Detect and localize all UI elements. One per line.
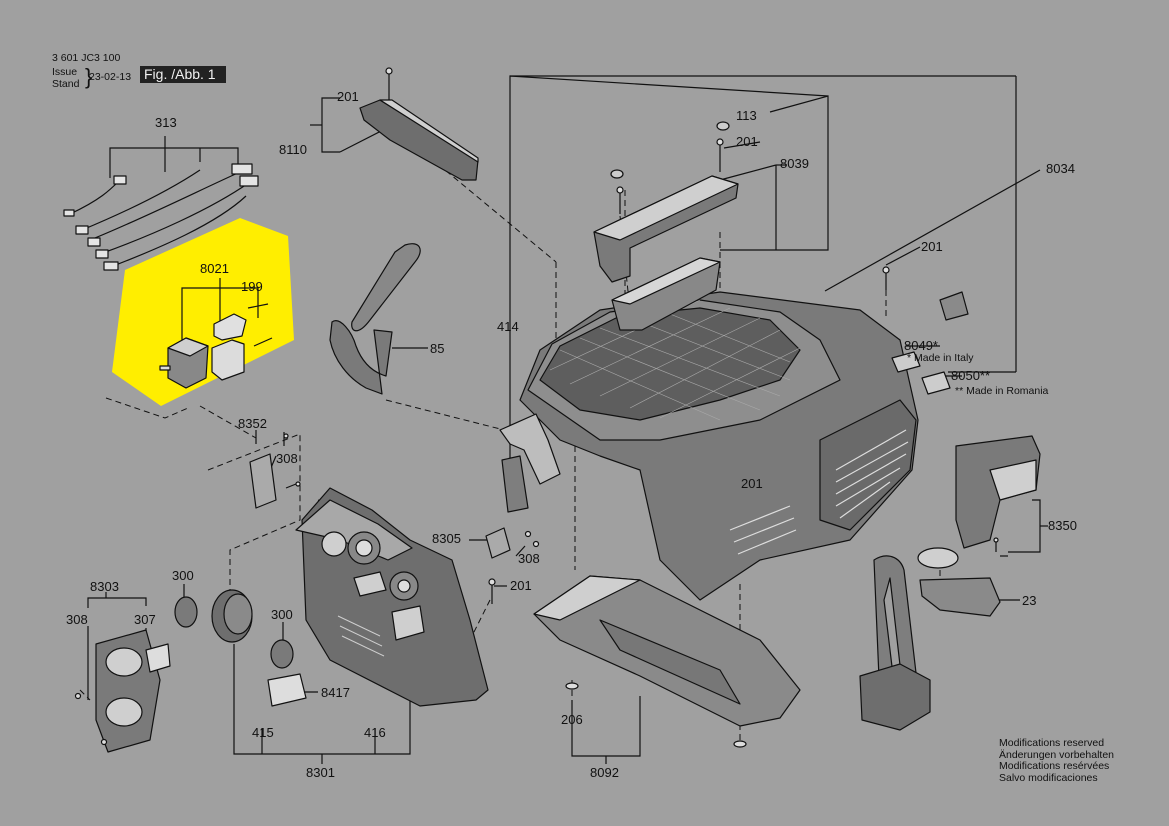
label-415: 415 xyxy=(252,725,274,740)
modifications-fr: Modifications resérvées xyxy=(999,760,1110,773)
label-8417: 8417 xyxy=(321,685,350,700)
part-85-loop xyxy=(329,243,421,395)
highlight-region xyxy=(112,218,294,406)
label-300-a: 300 xyxy=(172,568,194,583)
label-307: 307 xyxy=(134,612,156,627)
label-308-a: 308 xyxy=(276,451,298,466)
label-8049: 8049* xyxy=(904,338,938,353)
label-206: 206 xyxy=(561,712,583,727)
label-201-c: 201 xyxy=(921,239,943,254)
label-8305: 8305 xyxy=(432,531,461,546)
label-8034: 8034 xyxy=(1046,161,1075,176)
label-8110: 8110 xyxy=(279,142,307,157)
label-8301: 8301 xyxy=(306,765,335,780)
label-414: 414 xyxy=(497,319,519,334)
label-201-e: 201 xyxy=(510,578,532,593)
part-8039-handle xyxy=(593,175,739,331)
label-199: 199 xyxy=(241,279,263,294)
part-number: 3 601 JC3 100 xyxy=(52,52,121,64)
part-8092-plate xyxy=(533,575,801,727)
part-23-clip xyxy=(917,547,1001,617)
label-313: 313 xyxy=(155,115,177,130)
label-300-b: 300 xyxy=(271,607,293,622)
note-made-in-romania: ** Made in Romania xyxy=(955,385,1049,397)
label-308-c: 308 xyxy=(66,612,88,627)
part-8034-housing xyxy=(499,291,919,601)
label-8039: 8039 xyxy=(780,156,809,171)
part-8350-inlet xyxy=(955,435,1041,557)
modifications-de: Änderungen vorbehalten xyxy=(999,748,1115,761)
label-113: 113 xyxy=(736,108,757,123)
label-85: 85 xyxy=(430,341,444,356)
part-8417-label xyxy=(267,673,307,707)
issue-label: Issue Stand xyxy=(52,66,80,90)
label-8092: 8092 xyxy=(590,765,619,780)
modifications-es: Salvo modificaciones xyxy=(999,771,1098,784)
label-201-d: 201 xyxy=(741,476,763,491)
part-8303-socket xyxy=(95,629,171,753)
label-8350: 8350 xyxy=(1048,518,1077,533)
modifications-notice: Modifications reserved Änderungen vorbeh… xyxy=(999,737,1115,784)
part-8301-front-panel xyxy=(295,487,489,707)
issue-brace: } xyxy=(85,64,93,89)
label-8303: 8303 xyxy=(90,579,119,594)
issue-date: 23-02-13 xyxy=(89,71,132,83)
label-201-b: 201 xyxy=(736,134,758,149)
label-8021: 8021 xyxy=(200,261,229,276)
label-201-a: 201 xyxy=(337,89,359,104)
part-hose-hook xyxy=(859,555,931,731)
part-8110-handle xyxy=(359,99,479,181)
part-8021-switch xyxy=(159,303,273,389)
label-416: 416 xyxy=(364,725,386,740)
label-308-b: 308 xyxy=(518,551,540,566)
part-300-knobs xyxy=(174,589,294,669)
figure-title: Fig. /Abb. 1 xyxy=(140,66,226,83)
label-8352: 8352 xyxy=(238,416,267,431)
label-23: 23 xyxy=(1022,593,1036,608)
modifications-en: Modifications reserved xyxy=(999,737,1105,749)
note-made-in-italy: * Made in Italy xyxy=(907,352,974,364)
part-8352-bracket xyxy=(249,453,277,509)
label-8050: 8050** xyxy=(951,368,990,383)
